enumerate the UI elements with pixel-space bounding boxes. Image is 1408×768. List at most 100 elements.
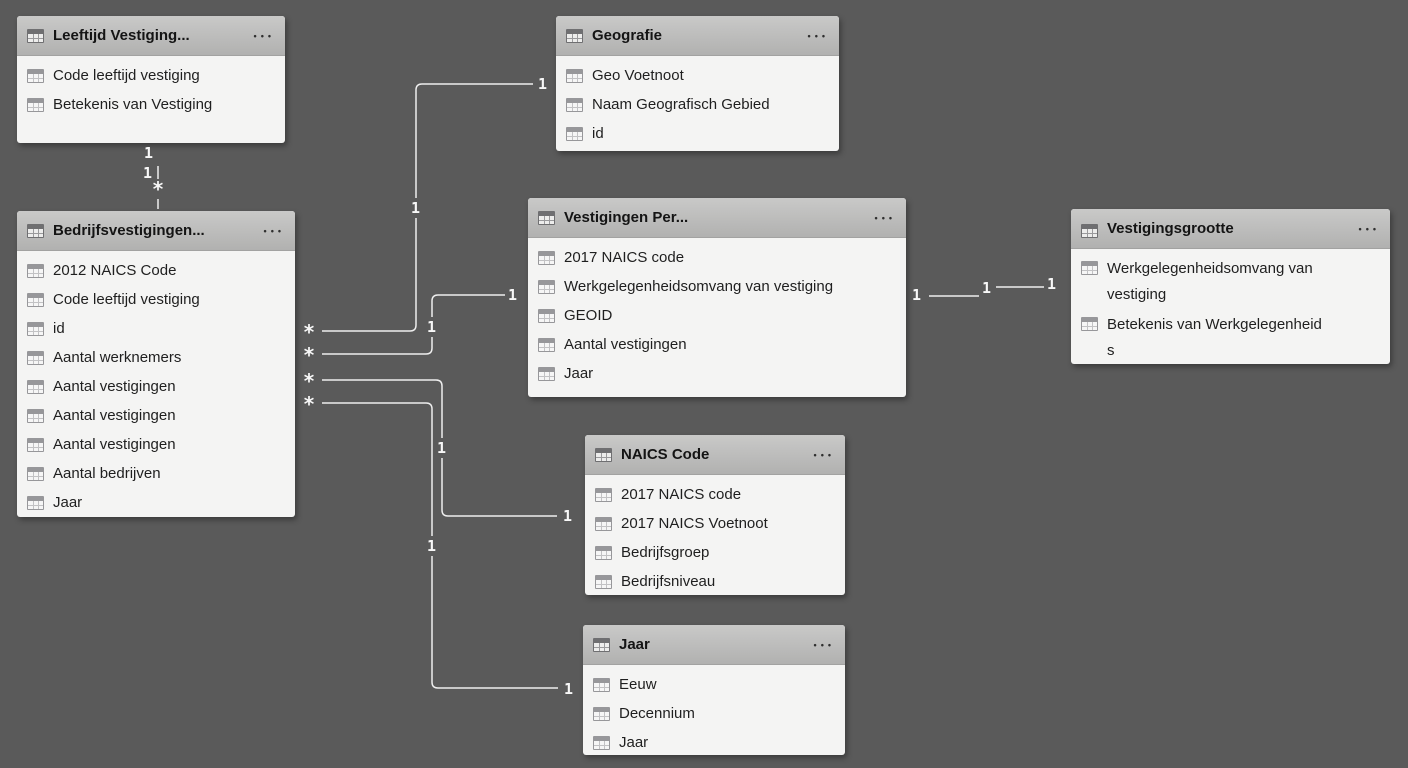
field-row[interactable]: Bedrijfsniveau — [585, 567, 845, 595]
table-fields: 2017 NAICS code Werkgelegenheidsomvang v… — [528, 238, 906, 388]
more-options-icon[interactable]: ••• — [253, 30, 275, 41]
column-icon — [27, 68, 44, 83]
relationship-line-vestigingen-per-vestigingsgrootte[interactable] — [929, 286, 1044, 297]
field-row[interactable]: Jaar — [17, 488, 295, 517]
relationship-line-bedrijfsvestigingen-vestigingen-per[interactable] — [322, 294, 505, 355]
table-header[interactable]: Vestigingsgrootte ••• — [1071, 209, 1390, 249]
field-name: Werkgelegenheidsomvang van vestiging — [564, 278, 834, 295]
table-icon — [538, 210, 555, 225]
column-icon — [27, 263, 44, 278]
column-icon — [595, 487, 612, 502]
table-title: Bedrijfsvestigingen... — [53, 222, 205, 239]
field-row[interactable]: Werkgelegenheidsomvang van vestiging — [528, 272, 906, 301]
table-fields: Eeuw Decennium Jaar — [583, 665, 845, 755]
more-options-icon[interactable]: ••• — [1358, 223, 1380, 234]
table-header[interactable]: Geografie ••• — [556, 16, 839, 56]
table-title: NAICS Code — [621, 446, 710, 463]
column-icon — [538, 337, 555, 352]
field-row[interactable]: Aantal bedrijven — [17, 459, 295, 488]
field-row[interactable]: Naam Geografisch Gebied — [556, 90, 839, 119]
cardinality-label: 1 — [563, 507, 573, 525]
field-row[interactable]: Decennium — [583, 699, 845, 728]
field-row[interactable]: Code leeftijd vestiging — [17, 61, 285, 90]
column-icon — [1081, 261, 1098, 275]
field-row[interactable]: Betekenis van Vestiging — [17, 90, 285, 119]
cardinality-label: * — [303, 320, 316, 344]
table-card-bedrijfsvestigingen[interactable]: Bedrijfsvestigingen... ••• 2012 NAICS Co… — [17, 211, 295, 517]
column-icon — [27, 379, 44, 394]
table-icon — [27, 28, 44, 43]
table-icon — [566, 28, 583, 43]
field-row[interactable]: Code leeftijd vestiging — [17, 285, 295, 314]
more-options-icon[interactable]: ••• — [813, 449, 835, 460]
table-title: Leeftijd Vestiging... — [53, 27, 190, 44]
cardinality-label: 1 — [423, 536, 441, 556]
table-title: Geografie — [592, 27, 663, 44]
field-row[interactable]: Aantal vestigingen — [528, 330, 906, 359]
field-row[interactable]: Aantal vestigingen — [17, 401, 295, 430]
column-icon — [27, 495, 44, 510]
field-row[interactable]: Jaar — [528, 359, 906, 388]
column-icon — [27, 97, 44, 112]
field-row[interactable]: Geo Voetnoot — [556, 61, 839, 90]
column-icon — [27, 321, 44, 336]
field-row[interactable]: id — [17, 314, 295, 343]
table-icon — [595, 447, 612, 462]
more-options-icon[interactable]: ••• — [874, 212, 896, 223]
field-name: Jaar — [53, 494, 83, 511]
column-icon — [566, 97, 583, 112]
field-name: Aantal vestigingen — [564, 336, 687, 353]
field-row[interactable]: Jaar — [583, 728, 845, 755]
field-row[interactable]: 2017 NAICS Voetnoot — [585, 509, 845, 538]
field-row[interactable]: Aantal vestigingen — [17, 430, 295, 459]
field-row[interactable]: Aantal vestigingen — [17, 372, 295, 401]
column-icon — [595, 545, 612, 560]
table-header[interactable]: Leeftijd Vestiging... ••• — [17, 16, 285, 56]
table-header[interactable]: Bedrijfsvestigingen... ••• — [17, 211, 295, 251]
cardinality-label: 1 — [1047, 275, 1057, 293]
table-card-jaar[interactable]: Jaar ••• Eeuw Decennium Jaar — [583, 625, 845, 755]
column-icon — [1081, 317, 1098, 331]
field-name: 2017 NAICS Voetnoot — [621, 515, 768, 532]
field-row[interactable]: 2017 NAICS code — [528, 243, 906, 272]
table-card-naics-code[interactable]: NAICS Code ••• 2017 NAICS code 2017 NAIC… — [585, 435, 845, 595]
field-row[interactable]: Werkgelegenheidsomvang van vestiging — [1071, 254, 1390, 310]
field-name: Aantal vestigingen — [53, 436, 176, 453]
field-row[interactable]: Aantal werknemers — [17, 343, 295, 372]
field-row[interactable]: 2017 NAICS code — [585, 480, 845, 509]
field-row[interactable]: 2012 NAICS Code — [17, 256, 295, 285]
field-name: 2017 NAICS code — [621, 486, 742, 503]
field-row[interactable]: GEOID — [528, 301, 906, 330]
table-icon — [593, 637, 610, 652]
table-header[interactable]: NAICS Code ••• — [585, 435, 845, 475]
more-options-icon[interactable]: ••• — [813, 639, 835, 650]
cardinality-label: 1 — [423, 317, 441, 337]
relationship-line-bedrijfsvestigingen-geografie[interactable] — [322, 83, 533, 332]
table-card-leeftijd-vestiging[interactable]: Leeftijd Vestiging... ••• Code leeftijd … — [17, 16, 285, 143]
cardinality-label: 1 — [407, 198, 425, 218]
cardinality-label: 1 — [538, 75, 548, 93]
field-name: id — [53, 320, 65, 337]
table-fields: Geo Voetnoot Naam Geografisch Gebied id — [556, 56, 839, 148]
table-card-geografie[interactable]: Geografie ••• Geo Voetnoot Naam Geografi… — [556, 16, 839, 151]
table-card-vestigingen-per[interactable]: Vestigingen Per... ••• 2017 NAICS code W… — [528, 198, 906, 397]
cardinality-label: * — [303, 392, 316, 416]
column-icon — [27, 437, 44, 452]
field-row[interactable]: Betekenis van Werkgelegenheid s — [1071, 310, 1390, 364]
field-name: Aantal vestigingen — [53, 407, 176, 424]
more-options-icon[interactable]: ••• — [263, 225, 285, 236]
field-row[interactable]: id — [556, 119, 839, 148]
column-icon — [595, 574, 612, 589]
table-card-vestigingsgrootte[interactable]: Vestigingsgrootte ••• Werkgelegenheidsom… — [1071, 209, 1390, 364]
more-options-icon[interactable]: ••• — [807, 30, 829, 41]
column-icon — [593, 677, 610, 692]
cardinality-label: * — [148, 179, 169, 199]
column-icon — [566, 68, 583, 83]
field-name: Jaar — [564, 365, 594, 382]
field-row[interactable]: Bedrijfsgroep — [585, 538, 845, 567]
table-header[interactable]: Vestigingen Per... ••• — [528, 198, 906, 238]
field-name: Bedrijfsniveau — [621, 573, 716, 590]
table-header[interactable]: Jaar ••• — [583, 625, 845, 665]
field-row[interactable]: Eeuw — [583, 670, 845, 699]
